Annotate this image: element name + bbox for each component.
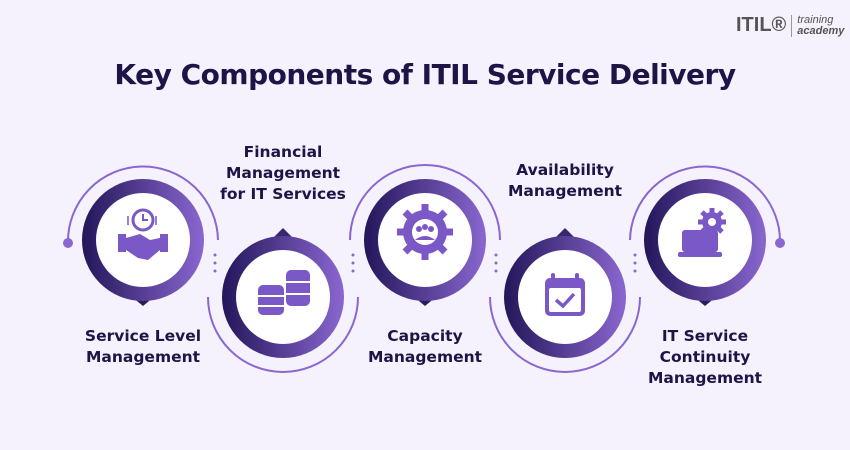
connector-arc — [349, 164, 501, 241]
logo-divider — [791, 14, 793, 37]
connector-arc — [489, 296, 641, 373]
gear-people-icon — [397, 204, 453, 260]
connector-arc — [207, 296, 359, 373]
handshake-clock-icon — [118, 208, 168, 260]
connector-arc — [629, 165, 782, 244]
connector-dot — [775, 238, 785, 248]
dotted-connectors — [213, 253, 637, 273]
connector-arc — [66, 165, 219, 244]
coins-stack-icon — [258, 270, 310, 315]
connector-dot — [63, 238, 73, 248]
calendar-check-icon — [545, 273, 585, 316]
page-title: Key Components of ITIL Service Delivery — [114, 58, 736, 91]
laptop-gear-icon — [678, 208, 726, 257]
logo-brand: ITIL® — [736, 14, 787, 36]
